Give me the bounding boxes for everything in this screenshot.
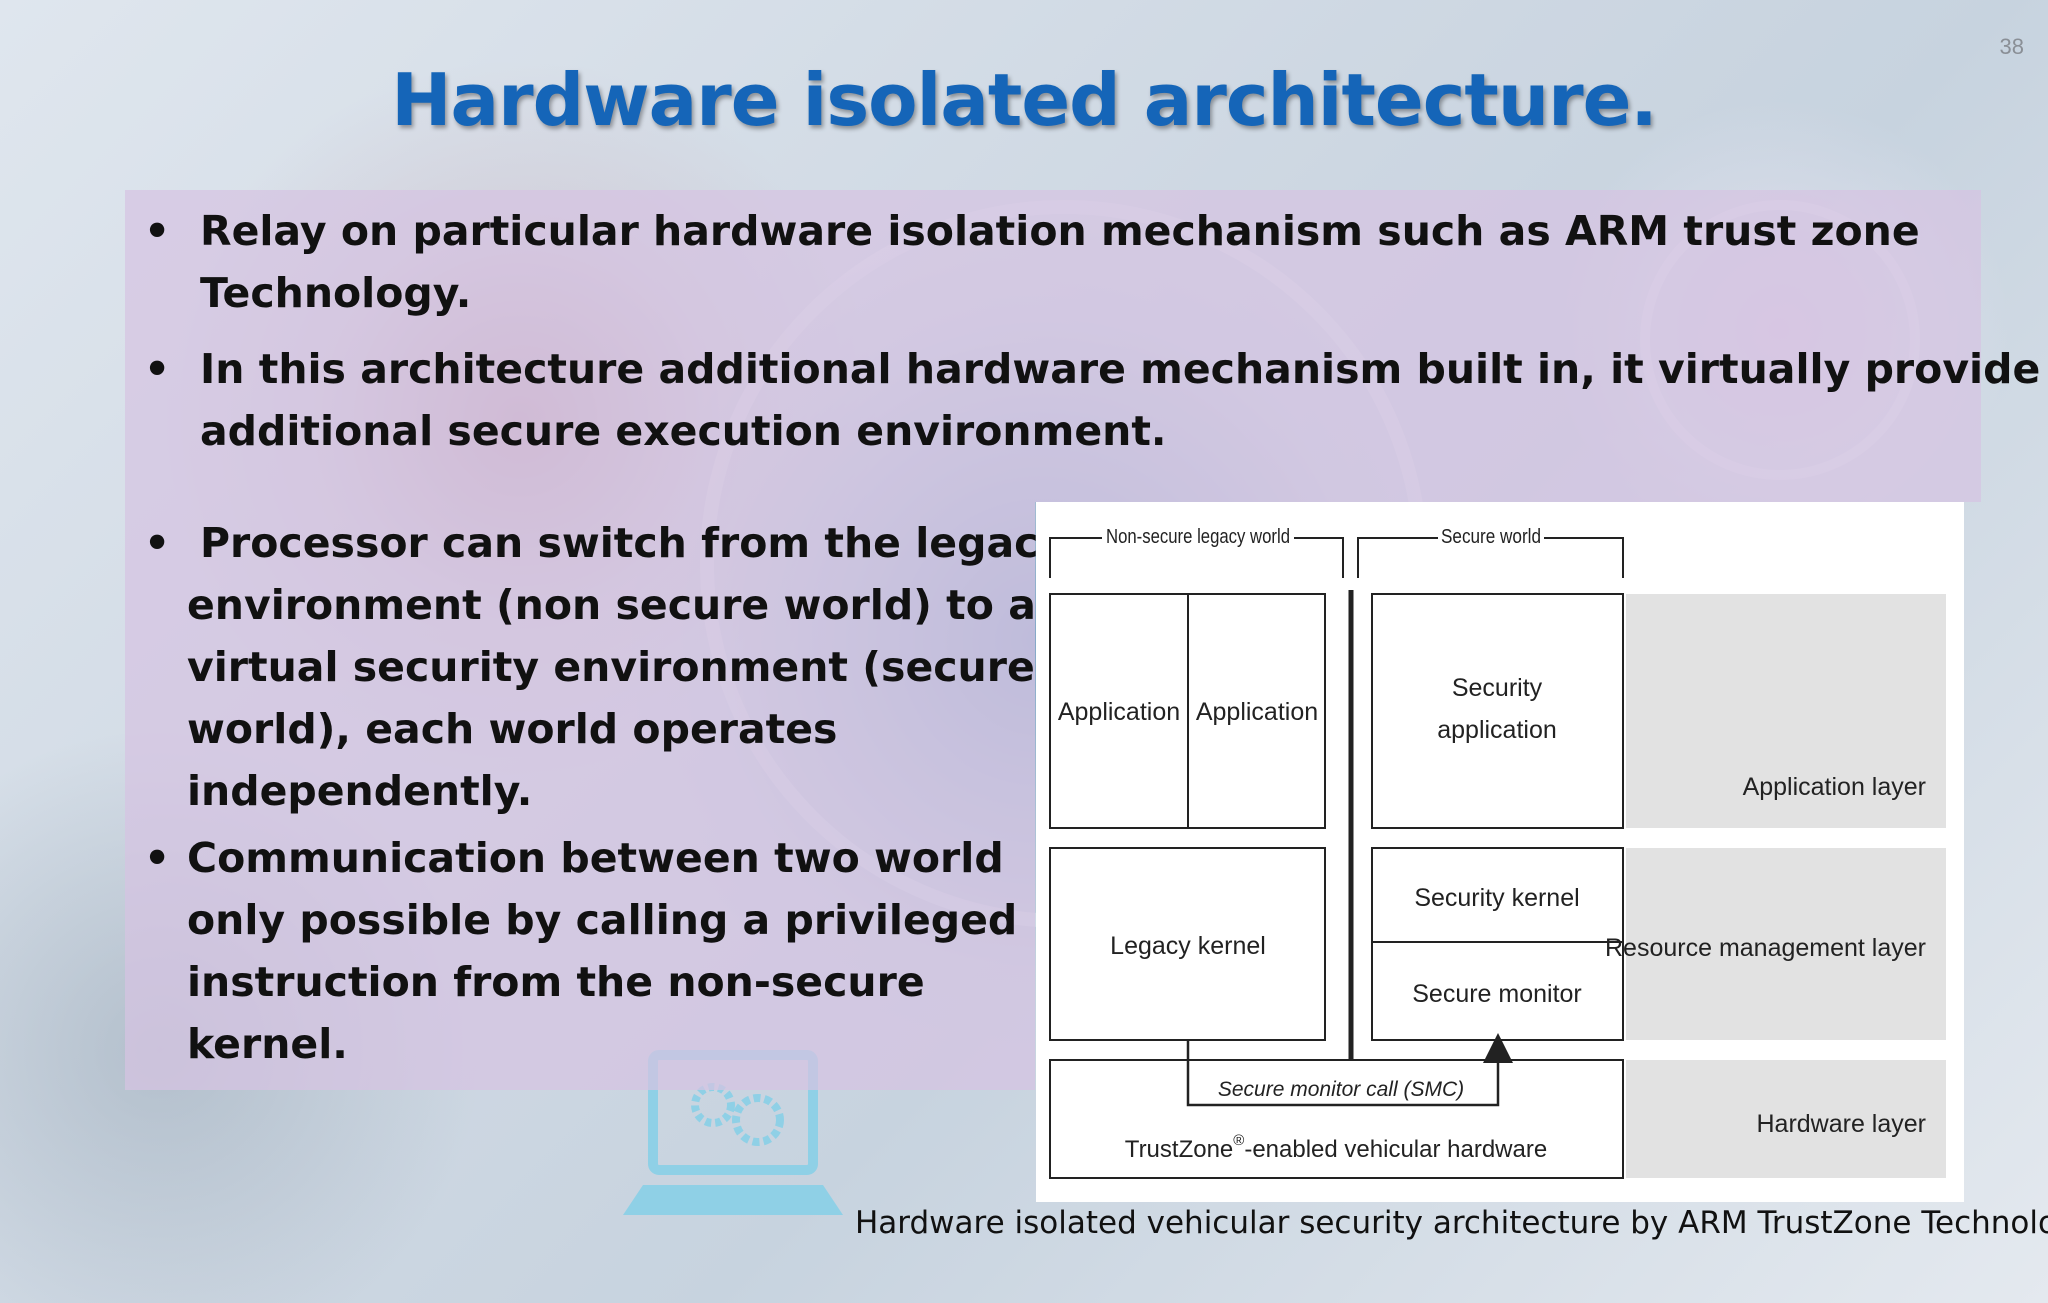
bullet-line: Communication between two world bbox=[187, 834, 1004, 882]
application-box-2 bbox=[1187, 593, 1326, 829]
secure-world-label: Secure world bbox=[1441, 526, 1541, 548]
hardware-layer-band bbox=[1626, 1060, 1946, 1178]
bullet-item-4: • Communication between two world only p… bbox=[144, 827, 1018, 1075]
resource-management-layer-label: Resource management layer bbox=[1605, 934, 1926, 962]
bullet-item-3: • Processor can switch from the legacy e… bbox=[144, 512, 1066, 822]
figure-caption: Hardware isolated vehicular security arc… bbox=[855, 1205, 2048, 1241]
application-label-1: Application bbox=[1058, 698, 1180, 726]
security-kernel-box bbox=[1371, 847, 1624, 943]
secure-bracket bbox=[1357, 537, 1624, 578]
bullet-line: only possible by calling a privileged bbox=[187, 896, 1018, 944]
bullet-symbol: • bbox=[144, 345, 171, 393]
application-label-2: Application bbox=[1196, 698, 1318, 726]
bullet-line: kernel. bbox=[187, 1020, 348, 1068]
bullet-line: world), each world operates bbox=[187, 705, 838, 753]
bullet-line: In this architecture additional hardware… bbox=[200, 345, 2041, 393]
security-application-label-line1: Security bbox=[1452, 674, 1543, 702]
trustzone-diagram: Non-secure legacy world Secure world App… bbox=[1036, 502, 1964, 1202]
application-layer-label: Application layer bbox=[1743, 773, 1926, 801]
security-application-label-line2: application bbox=[1437, 716, 1557, 744]
top-text-band bbox=[125, 190, 1981, 502]
bullet-line: environment (non secure world) to a bbox=[187, 581, 1036, 629]
resource-layer-band bbox=[1626, 848, 1946, 1040]
left-text-band bbox=[125, 502, 1035, 1090]
hardware-label-suffix: -enabled vehicular hardware bbox=[1244, 1136, 1547, 1163]
secure-monitor-box bbox=[1371, 941, 1624, 1041]
security-application-box bbox=[1371, 593, 1624, 829]
non-secure-world-label: Non-secure legacy world bbox=[1106, 526, 1290, 548]
bullet-line: Processor can switch from the legacy bbox=[200, 519, 1066, 567]
bullet-line: Relay on particular hardware isolation m… bbox=[200, 207, 1920, 255]
hardware-layer-label: Hardware layer bbox=[1756, 1110, 1926, 1138]
bullet-symbol: • bbox=[144, 519, 171, 567]
legacy-kernel-label: Legacy kernel bbox=[1110, 932, 1266, 960]
slide-title: Hardware isolated architecture. bbox=[391, 58, 1658, 142]
page-number: 38 bbox=[1999, 34, 2024, 59]
smc-label: Secure monitor call (SMC) bbox=[1218, 1078, 1464, 1101]
application-layer-band bbox=[1626, 594, 1946, 828]
hardware-label-prefix: TrustZone bbox=[1125, 1136, 1233, 1163]
registered-mark: ® bbox=[1233, 1132, 1244, 1149]
smc-arrow bbox=[1186, 1033, 1513, 1107]
bullet-item-2: • In this architecture additional hardwa… bbox=[144, 338, 2041, 462]
hardware-label: TrustZone®-enabled vehicular hardware bbox=[1125, 1132, 1547, 1163]
bullet-line: independently. bbox=[187, 767, 533, 815]
bullet-line: instruction from the non-secure bbox=[187, 958, 925, 1006]
secure-monitor-label: Secure monitor bbox=[1412, 980, 1582, 1008]
hardware-box bbox=[1049, 1059, 1624, 1179]
legacy-kernel-box bbox=[1049, 847, 1326, 1041]
security-kernel-label: Security kernel bbox=[1414, 884, 1579, 912]
bullet-symbol: • bbox=[144, 834, 171, 882]
bullet-symbol: • bbox=[144, 207, 171, 255]
bullet-line: additional secure execution environment. bbox=[200, 407, 1167, 455]
bullet-line: virtual security environment (secure bbox=[187, 643, 1035, 691]
application-box-1 bbox=[1049, 593, 1189, 829]
bullet-item-1: • Relay on particular hardware isolation… bbox=[144, 200, 1920, 324]
bullet-line: Technology. bbox=[200, 269, 472, 317]
non-secure-bracket bbox=[1049, 537, 1344, 578]
